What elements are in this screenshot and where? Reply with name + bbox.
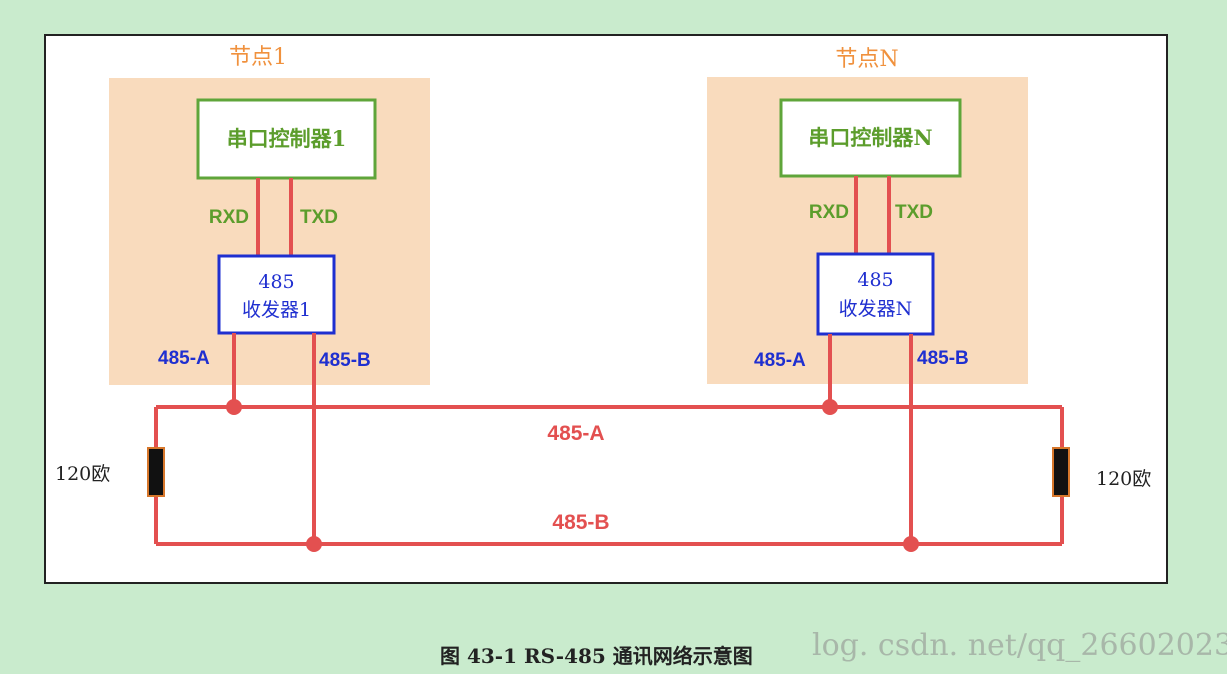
node-1-b-junction xyxy=(306,536,322,552)
bus-wiring: 485-A 485-B xyxy=(154,333,1064,552)
node-n-pin-b-label: 485-B xyxy=(917,348,969,369)
rs485-network-diagram: 节点1 串口控制器1 RXD TXD 485 收发器1 485-A 485-B … xyxy=(55,45,1151,552)
node-1-title: 节点1 xyxy=(229,45,287,70)
left-resistor-label: 120欧 xyxy=(55,463,110,485)
bus-a-label: 485-A xyxy=(547,422,604,445)
figure-caption: 图 43-1 RS-485 通讯网络示意图 xyxy=(440,644,753,668)
node-1-serial-controller-box xyxy=(196,98,377,180)
right-resistor-label: 120欧 xyxy=(1096,468,1151,490)
node-1-rxd-label: RXD xyxy=(209,207,249,228)
node-1-txd-label: TXD xyxy=(300,207,338,228)
node-n-transceiver-line2: 收发器N xyxy=(839,298,913,320)
node-n-title: 节点N xyxy=(835,47,898,72)
node-n-a-junction xyxy=(822,399,838,415)
node-n-b-junction xyxy=(903,536,919,552)
diagram-frame: 节点1 串口控制器1 RXD TXD 485 收发器1 485-A 485-B … xyxy=(44,34,1168,584)
node-n-transceiver-line1: 485 xyxy=(857,269,893,291)
left-termination-resistor: 120欧 xyxy=(55,447,165,497)
node-n-rxd-label: RXD xyxy=(809,202,849,223)
node-n: 节点N 串口控制器N RXD TXD 485 收发器N 485-A 485-B xyxy=(707,47,1028,384)
node-n-transceiver-box xyxy=(816,252,935,336)
node-n-pin-a-label: 485-A xyxy=(754,350,806,371)
node-1-transceiver-line1: 485 xyxy=(258,271,294,293)
node-1-serial-controller-label: 串口控制器1 xyxy=(227,126,347,151)
node-n-serial-controller-label: 串口控制器N xyxy=(808,125,932,150)
node-1-pin-a-label: 485-A xyxy=(158,348,210,369)
node-n-txd-label: TXD xyxy=(895,202,933,223)
node-1-transceiver-line2: 收发器1 xyxy=(242,299,311,321)
node-n-serial-controller-box xyxy=(779,98,962,178)
node-1: 节点1 串口控制器1 RXD TXD 485 收发器1 485-A 485-B xyxy=(109,45,430,385)
right-termination-resistor: 120欧 xyxy=(1052,447,1151,497)
node-1-transceiver-box xyxy=(217,254,336,335)
node-1-pin-b-label: 485-B xyxy=(319,350,371,371)
left-resistor-symbol xyxy=(147,447,165,497)
bus-b-label: 485-B xyxy=(552,511,609,534)
node-1-a-junction xyxy=(226,399,242,415)
right-resistor-symbol xyxy=(1052,447,1070,497)
watermark: log. csdn. net/qq_26602023 xyxy=(812,628,1227,663)
